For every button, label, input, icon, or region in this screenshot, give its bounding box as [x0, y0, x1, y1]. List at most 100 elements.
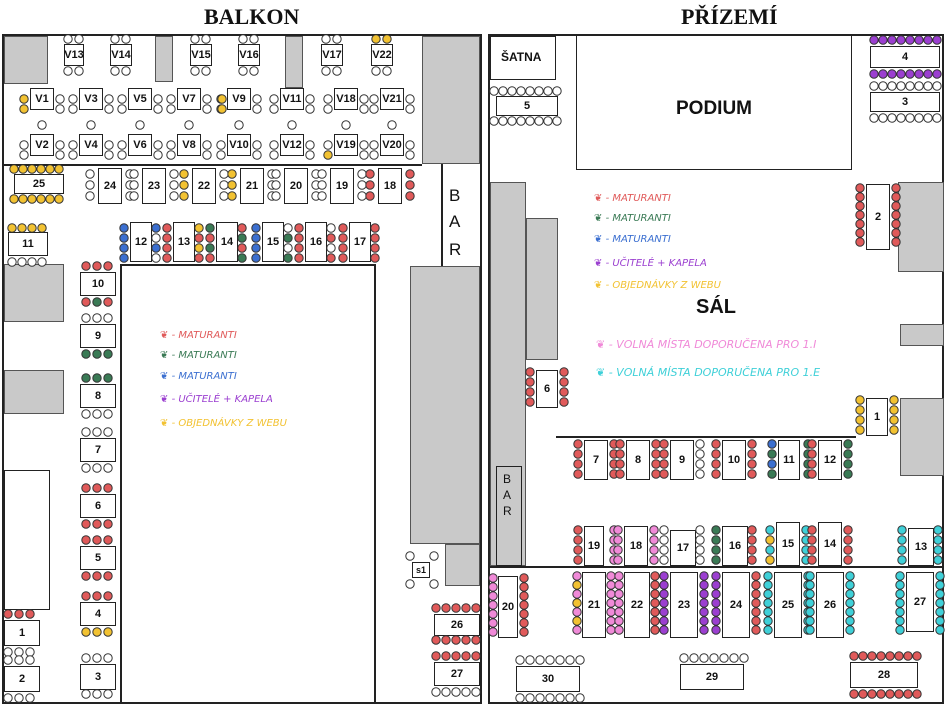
table-11[interactable]: 11 [778, 440, 800, 480]
table-v12[interactable]: V12 [280, 134, 304, 156]
table-v16[interactable]: V16 [238, 44, 260, 66]
table-v4[interactable]: V4 [79, 134, 103, 156]
balkon-wall-block [422, 36, 480, 164]
table-11[interactable]: 11 [8, 232, 48, 256]
table-16[interactable]: 16 [722, 526, 748, 566]
table-1[interactable]: 1 [4, 620, 40, 646]
prizemi-wall-block [526, 218, 558, 360]
table-18[interactable]: 18 [378, 168, 402, 204]
table-s1[interactable]: s1 [412, 562, 430, 578]
table-19[interactable]: 19 [330, 168, 354, 204]
balkon-bar-letter: A [449, 212, 461, 231]
prizemi-bar-letter: B [503, 472, 512, 486]
table-v11[interactable]: V11 [280, 88, 304, 110]
table-v8[interactable]: V8 [177, 134, 201, 156]
table-1[interactable]: 1 [866, 398, 888, 436]
table-7[interactable]: 7 [584, 440, 608, 480]
table-v2[interactable]: V2 [30, 134, 54, 156]
table-2[interactable]: 2 [4, 666, 40, 692]
table-v21[interactable]: V21 [380, 88, 404, 110]
table-6[interactable]: 6 [80, 494, 116, 518]
table-v1[interactable]: V1 [30, 88, 54, 110]
table-26[interactable]: 26 [816, 572, 844, 638]
table-25[interactable]: 25 [774, 572, 802, 638]
table-26[interactable]: 26 [434, 614, 480, 636]
table-v13[interactable]: V13 [64, 44, 84, 66]
table-4[interactable]: 4 [870, 46, 940, 68]
table-30[interactable]: 30 [516, 666, 580, 692]
table-8[interactable]: 8 [80, 384, 116, 408]
table-2[interactable]: 2 [866, 184, 890, 250]
table-5[interactable]: 5 [496, 96, 558, 116]
table-15[interactable]: 15 [776, 522, 800, 566]
table-18[interactable]: 18 [624, 526, 648, 566]
prizemi-legend-item: ❦ - MATURANTI [594, 234, 671, 245]
table-8[interactable]: 8 [626, 440, 650, 480]
table-3[interactable]: 3 [870, 92, 940, 112]
table-12[interactable]: 12 [130, 222, 152, 262]
table-v3[interactable]: V3 [79, 88, 103, 110]
table-v19[interactable]: V19 [334, 134, 358, 156]
table-19[interactable]: 19 [584, 526, 604, 566]
table-12[interactable]: 12 [818, 440, 842, 480]
table-3[interactable]: 3 [80, 664, 116, 690]
prizemi-wall-block [900, 324, 944, 346]
table-v6[interactable]: V6 [128, 134, 152, 156]
table-v5[interactable]: V5 [128, 88, 152, 110]
table-23[interactable]: 23 [670, 572, 698, 638]
table-10[interactable]: 10 [80, 272, 116, 296]
prizemi-bar [496, 466, 522, 566]
balkon-legend-item: ❦ - MATURANTI [160, 350, 237, 361]
table-v18[interactable]: V18 [334, 88, 358, 110]
table-9[interactable]: 9 [80, 324, 116, 348]
table-21[interactable]: 21 [582, 572, 606, 638]
table-24[interactable]: 24 [98, 168, 122, 204]
table-v15[interactable]: V15 [190, 44, 212, 66]
table-22[interactable]: 22 [624, 572, 650, 638]
table-v9[interactable]: V9 [227, 88, 251, 110]
table-23[interactable]: 23 [142, 168, 166, 204]
table-17[interactable]: 17 [349, 222, 371, 262]
prizemi-legend-item: ❦ - VOLNÁ MÍSTA DOPORUČENA PRO 1.E [596, 366, 821, 379]
table-25[interactable]: 25 [14, 174, 64, 194]
table-13[interactable]: 13 [173, 222, 195, 262]
table-15[interactable]: 15 [262, 222, 284, 262]
table-14[interactable]: 14 [216, 222, 238, 262]
balkon-legend-item: ❦ - OBJEDNÁVKY Z WEBU [160, 418, 287, 429]
table-v20[interactable]: V20 [380, 134, 404, 156]
prizemi-wall-block [900, 398, 944, 476]
table-4[interactable]: 4 [80, 602, 116, 626]
balkon-void [120, 264, 376, 704]
table-v10[interactable]: V10 [227, 134, 251, 156]
table-20[interactable]: 20 [498, 576, 518, 638]
table-5[interactable]: 5 [80, 546, 116, 570]
table-7[interactable]: 7 [80, 438, 116, 462]
balkon-wall-block [4, 36, 48, 84]
balkon-bar-wall [441, 164, 443, 266]
table-14[interactable]: 14 [818, 522, 842, 566]
table-24[interactable]: 24 [722, 572, 750, 638]
table-29[interactable]: 29 [680, 664, 744, 690]
table-v22[interactable]: V22 [371, 44, 393, 66]
balkon-legend-item: ❦ - MATURANTI [160, 371, 237, 382]
table-28[interactable]: 28 [850, 662, 918, 688]
table-20[interactable]: 20 [284, 168, 308, 204]
table-6[interactable]: 6 [536, 370, 558, 408]
table-v17[interactable]: V17 [321, 44, 343, 66]
prizemi-bar-letter: A [503, 488, 512, 502]
table-27[interactable]: 27 [434, 662, 480, 686]
table-v7[interactable]: V7 [177, 88, 201, 110]
table-27[interactable]: 27 [906, 572, 934, 632]
table-17[interactable]: 17 [670, 530, 696, 566]
balkon-legend-item: ❦ - MATURANTI [160, 330, 237, 341]
table-22[interactable]: 22 [192, 168, 216, 204]
prizemi-legend-item: ❦ - UČITELÉ + KAPELA [594, 258, 707, 269]
table-13[interactable]: 13 [908, 528, 934, 566]
balkon-title: BALKON [204, 4, 300, 29]
table-v14[interactable]: V14 [110, 44, 132, 66]
table-10[interactable]: 10 [722, 440, 746, 480]
table-16[interactable]: 16 [305, 222, 327, 262]
satna-room [490, 36, 556, 80]
table-9[interactable]: 9 [670, 440, 694, 480]
table-21[interactable]: 21 [240, 168, 264, 204]
